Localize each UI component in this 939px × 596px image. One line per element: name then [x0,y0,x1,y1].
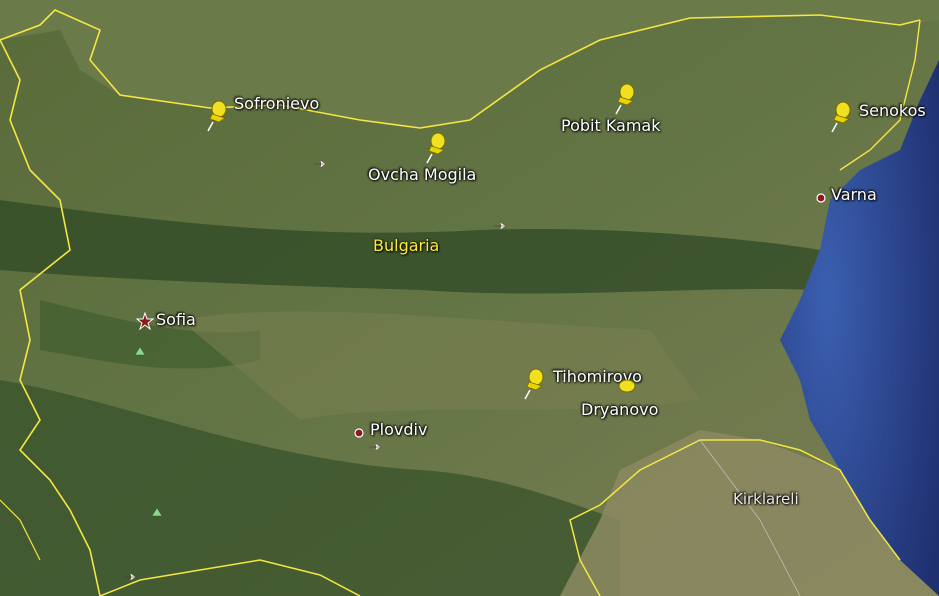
airport-icon [369,442,382,452]
peak-icon [151,507,163,517]
black-sea [780,0,939,596]
city-label-varna[interactable]: Varna [831,185,877,204]
province-border [699,439,801,596]
pin-label-pobit-kamak[interactable]: Pobit Kamak [561,116,661,135]
pin-label-sofronievo[interactable]: Sofronievo [234,94,320,113]
airport-icon [124,572,137,582]
romania-border [0,9,921,129]
airport-icon [494,221,507,231]
serbia-border [0,499,41,561]
western-border [0,39,101,596]
airport-icon [314,159,327,169]
peak-icon [134,346,146,356]
pin-label-ovcha-mogila[interactable]: Ovcha Mogila [368,165,477,184]
city-label-plovdiv[interactable]: Plovdiv [370,420,428,439]
city-label-sofia[interactable]: Sofia [156,310,196,329]
city-label-kirklareli[interactable]: Kirklareli [733,490,799,508]
pin-label-dryanovo[interactable]: Dryanovo [581,400,659,419]
pin-label-tihomirovo[interactable]: Tihomirovo [553,367,642,386]
pin-label-senokos[interactable]: Senokos [859,101,926,120]
turkey-area [560,430,939,596]
southern-border [99,559,361,596]
romania-area [0,0,939,128]
thracian-plain [180,311,700,420]
forest-patch [40,300,260,369]
country-label: Bulgaria [373,236,440,255]
coast-border [839,19,921,171]
rhodope-mountains [0,380,620,596]
balkan-mountains [0,200,820,294]
